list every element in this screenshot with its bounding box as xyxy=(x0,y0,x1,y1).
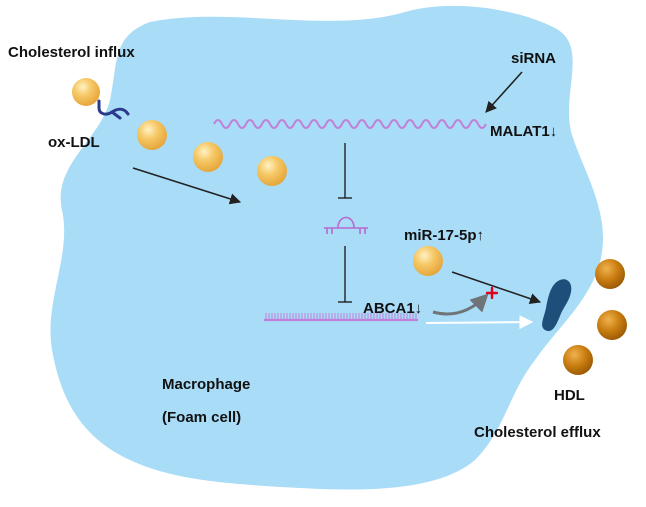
ldl-particle-icon xyxy=(193,142,223,172)
red-cross-block-icon xyxy=(485,286,499,300)
blocked-curved-arrow xyxy=(432,293,489,316)
sirna-arrow xyxy=(485,71,523,113)
macrophage-cell-shape xyxy=(50,5,604,490)
ldl-particles xyxy=(72,78,443,276)
mir-17-5p-icon xyxy=(324,216,368,234)
efflux-arrow xyxy=(451,271,542,305)
ldl-particle-icon xyxy=(137,120,167,150)
hdl-particles xyxy=(563,259,627,375)
ldl-particle-icon xyxy=(413,246,443,276)
abca1-label: ABCA1↓ xyxy=(363,300,422,317)
abca1-white-arrow xyxy=(425,315,534,330)
hdl-particle-icon xyxy=(595,259,625,289)
ldl-particle-icon xyxy=(72,78,100,106)
abca1-mrna-strand xyxy=(264,313,418,322)
sirna-label: siRNA xyxy=(511,50,556,67)
abca1-transporter-icon xyxy=(542,279,572,332)
ox-ldl-label: ox-LDL xyxy=(48,134,100,151)
influx-arrow xyxy=(132,167,242,205)
ldl-receptor-icon xyxy=(97,99,130,120)
hdl-label: HDL xyxy=(554,387,585,404)
mir-17-5p-label: miR-17-5p↑ xyxy=(404,227,484,244)
hdl-particle-icon xyxy=(563,345,593,375)
malat1-label: MALAT1↓ xyxy=(490,123,557,140)
hdl-particle-icon xyxy=(597,310,627,340)
macrophage-label: Macrophage xyxy=(162,376,250,393)
malat1-rna-strand xyxy=(213,119,487,129)
cholesterol-influx-label: Cholesterol influx xyxy=(8,44,135,61)
inhibition-mir-to-abca1 xyxy=(338,246,352,303)
inhibition-malat1-to-mir xyxy=(338,143,352,199)
ldl-particle-icon xyxy=(257,156,287,186)
cholesterol-efflux-label: Cholesterol efflux xyxy=(474,424,601,441)
foam-cell-label: (Foam cell) xyxy=(162,409,241,426)
